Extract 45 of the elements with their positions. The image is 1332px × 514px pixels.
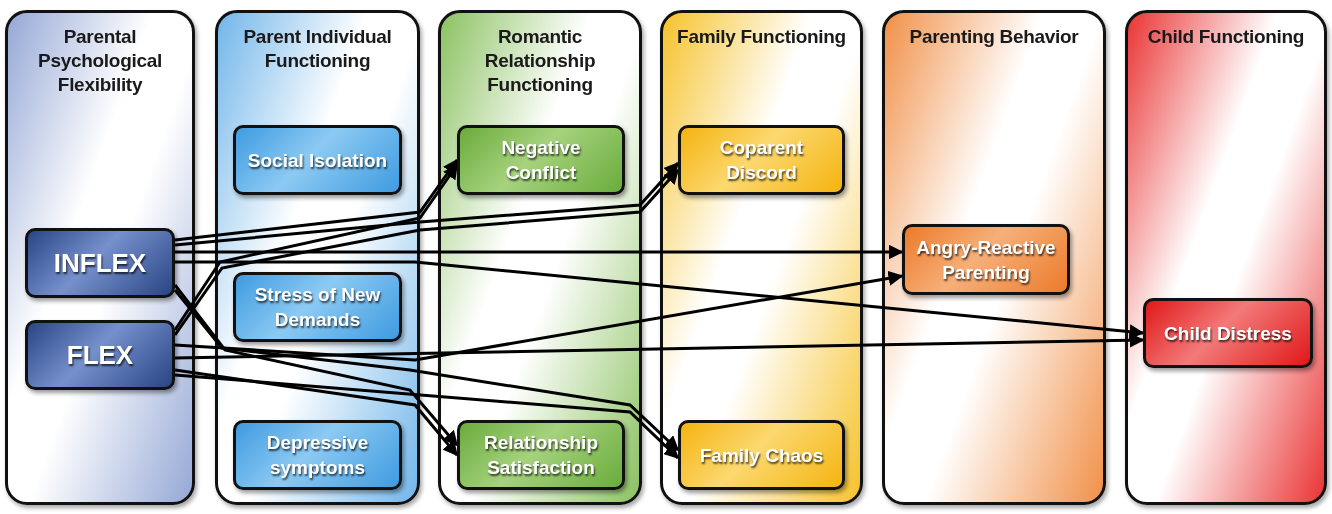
variable-box (457, 125, 625, 195)
variable-label: Social Isolation (246, 148, 389, 173)
arrow (175, 244, 904, 260)
variable-label: INFLEX (52, 250, 148, 276)
column-heading: Family Functioning (676, 25, 847, 49)
column-heading: Parental Psychological Flexibility (37, 25, 163, 97)
column-heading: Parenting Behavior (908, 25, 1080, 49)
arrow (174, 161, 680, 247)
variable-box (678, 125, 845, 195)
category-column (882, 10, 1106, 505)
variable-box (233, 420, 402, 490)
variable-box (233, 125, 402, 195)
variable-label: Negative Conflict (500, 136, 582, 185)
arrow (174, 368, 459, 457)
arrow (173, 163, 459, 331)
variable-box (457, 420, 625, 490)
arrow (173, 289, 680, 452)
column-heading: Child Functioning (1146, 25, 1306, 49)
category-column (5, 10, 195, 505)
variable-label: Depressive symptoms (265, 431, 370, 480)
arrow (174, 270, 904, 362)
variable-label: Relationship Satisfaction (483, 431, 599, 480)
arrow (173, 284, 459, 447)
category-column (215, 10, 420, 505)
variable-label: Angry-Reactive Parenting (915, 235, 1057, 285)
arrow (174, 332, 1145, 360)
arrow (174, 158, 459, 242)
variable-label: Stress of New Demands (253, 283, 382, 332)
arrow (173, 168, 680, 336)
variable-label: FLEX (65, 342, 135, 368)
arrow (174, 373, 680, 460)
category-column (660, 10, 863, 505)
variable-label: Coparent Discord (718, 136, 805, 185)
variable-label: Family Chaos (698, 443, 825, 468)
category-column (438, 10, 642, 505)
column-heading: Parent Individual Functioning (242, 25, 393, 73)
variable-box (678, 420, 845, 490)
variable-box (25, 320, 175, 390)
variable-label: Child Distress (1163, 321, 1293, 346)
variable-box (25, 228, 175, 298)
column-heading: Romantic Relationship Functioning (483, 25, 597, 97)
variable-box (233, 272, 402, 342)
variable-box (1143, 298, 1313, 368)
category-column (1125, 10, 1327, 505)
variable-box (902, 224, 1070, 295)
